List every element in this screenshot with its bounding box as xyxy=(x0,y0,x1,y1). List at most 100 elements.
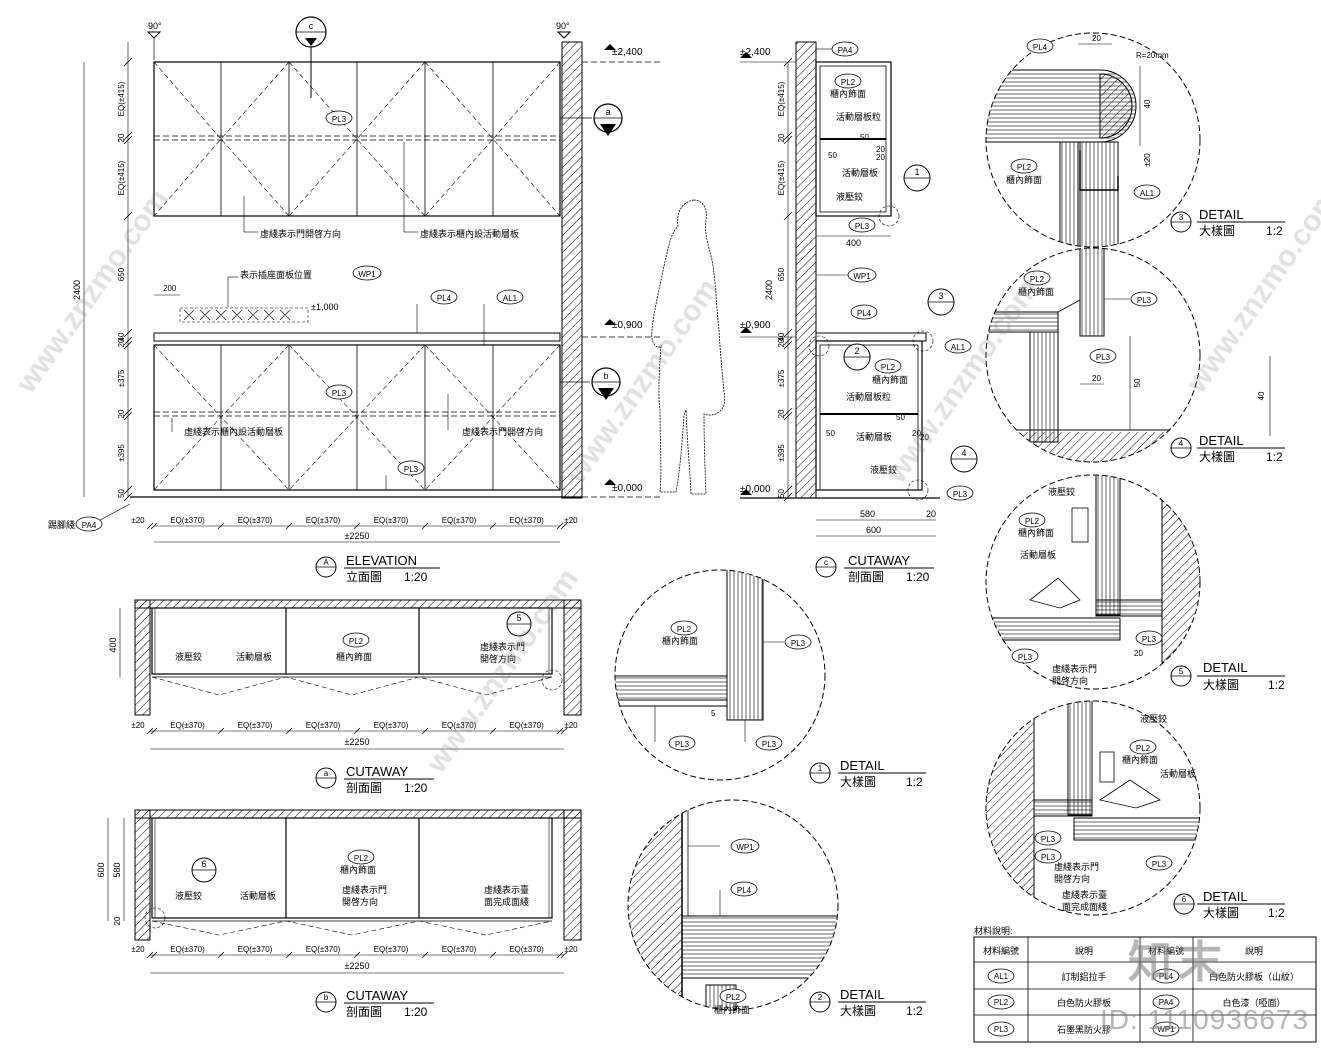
table-row-desc: 石墨黑防火膠 xyxy=(1057,1024,1111,1035)
d6-face2: 面完成面綫 xyxy=(1062,901,1107,912)
d1-num: 1 xyxy=(818,764,823,773)
b-bottom-dim: EQ(±370) xyxy=(374,945,409,954)
d5-door: 虛綫表示門 xyxy=(1052,663,1097,674)
c-total-height: 2400 xyxy=(764,280,774,300)
d3-dim-20: 20 xyxy=(1092,34,1101,43)
a-bottom-dim: ±20 xyxy=(564,721,578,730)
d2-title: DETAIL xyxy=(840,987,885,1002)
detail-6: 液壓鉸 PL2 櫃內飾面 活動層板 PL3 PL3 PL3 虛綫表示門 開啓方向… xyxy=(985,700,1285,920)
table-row-code2: PL4 xyxy=(1159,972,1174,981)
b-subtitle: 剖面圖 xyxy=(346,1005,382,1019)
b-inner: 櫃內飾面 xyxy=(340,864,376,875)
angle-mark-right: 90° xyxy=(556,21,570,31)
note-shelf-upper: 虛綫表示櫃內設活動層板 xyxy=(420,228,519,239)
c-side-dim: 20 xyxy=(777,133,786,142)
d2-num: 2 xyxy=(818,993,823,1002)
table-header-desc: 說明 xyxy=(1075,945,1093,956)
d5-code-pl2: PL2 xyxy=(1025,517,1040,526)
detail-1: PL2 櫃內飾面 PL3 PL3 PL3 5 1 DETAIL 大樣圖 1:2 xyxy=(614,569,926,789)
c-code-al1: AL1 xyxy=(951,343,966,352)
elev-bottom-dim: EQ(±370) xyxy=(509,516,544,525)
c-dim-20: 20 xyxy=(926,509,936,519)
c-shelf-lower: 活動層板 xyxy=(856,431,892,442)
d2-code-wp1: WP1 xyxy=(736,843,754,852)
c-side-dim: 40 xyxy=(777,332,786,341)
d6-code-pl3-a: PL3 xyxy=(1041,835,1056,844)
elev-title-letter: A xyxy=(323,558,329,567)
c-code-pl3-upper: PL3 xyxy=(855,222,870,231)
d6-inner: 櫃內飾面 xyxy=(1122,754,1158,765)
c-scale: 1:20 xyxy=(906,570,930,584)
d1-code-pl3-b: PL3 xyxy=(675,740,690,749)
d4-dim-20: 20 xyxy=(1092,374,1101,383)
watermark-brand-logo: 知末 xyxy=(1128,937,1228,988)
c-code-pa4: PA4 xyxy=(838,46,853,55)
d5-num: 5 xyxy=(1179,667,1184,676)
material-table-title: 材料說明: xyxy=(974,925,1013,936)
b-detail-ref-6: 6 xyxy=(201,859,206,869)
c-level-top: ±2,400 xyxy=(740,47,771,58)
a-bottom-dim: EQ(±370) xyxy=(442,721,477,730)
c-small-dim: 50 xyxy=(826,429,835,438)
b-bottom-dim: EQ(±370) xyxy=(509,945,544,954)
elev-side-dim: 20 xyxy=(117,409,126,418)
table-row-desc: 白色防火膠板 xyxy=(1057,997,1111,1008)
c-shelfpin-lower: 活動層板粒 xyxy=(846,391,891,402)
d5-shelf: 活動層板 xyxy=(1020,549,1056,560)
d1-code-pl3-a: PL3 xyxy=(791,639,806,648)
a-door: 虛綫表示門 xyxy=(480,641,525,652)
c-detail-ref-1: 1 xyxy=(914,167,919,177)
c-code-wp1: WP1 xyxy=(853,272,871,281)
elev-total-height: 2400 xyxy=(72,280,82,300)
section-marker-c: c xyxy=(309,21,314,31)
d3-subtitle: 大樣圖 xyxy=(1199,223,1235,238)
d1-code-pl3-c: PL3 xyxy=(762,740,777,749)
detail-2: WP1 PL4 PL2 櫃內飾面 2 DETAIL 大樣圖 1:2 xyxy=(627,799,926,1018)
b-bottom-dim: EQ(±370) xyxy=(238,945,273,954)
c-small-dim: 20 xyxy=(876,153,885,162)
level-mid: ±0,900 xyxy=(612,320,643,331)
c-side-dim: 20 xyxy=(777,338,786,347)
b-bottom-dim: ±20 xyxy=(131,945,145,954)
d5-inner: 櫃內飾面 xyxy=(1018,527,1054,538)
c-small-dim: 20 xyxy=(920,433,929,442)
c-side-dim: 50 xyxy=(777,489,786,498)
b-bottom-dim: EQ(±370) xyxy=(170,945,205,954)
d4-dim-40: 40 xyxy=(1257,391,1266,400)
elev-side-dim: 20 xyxy=(117,338,126,347)
b-small: 20 xyxy=(113,916,122,925)
b-shelf: 活動層板 xyxy=(240,890,276,901)
b-title-letter: b xyxy=(324,993,329,1002)
table-header-desc2: 說明 xyxy=(1245,945,1263,956)
elev-side-dim: 20 xyxy=(117,133,126,142)
c-code-pl4: PL4 xyxy=(857,309,872,318)
d3-dim-pm20: ±20 xyxy=(1143,153,1152,167)
c-dim-400: 400 xyxy=(846,238,861,248)
d6-code-pl2: PL2 xyxy=(1136,744,1151,753)
table-row-desc: 訂制鋁拉手 xyxy=(1061,971,1106,982)
b-code-pl2: PL2 xyxy=(354,854,369,863)
c-title-letter: c xyxy=(824,558,828,567)
b-bottom-dim: EQ(±370) xyxy=(306,945,341,954)
b-door2: 開啓方向 xyxy=(342,896,378,907)
table-row-code: PL2 xyxy=(994,998,1009,1007)
b-bottom-dim: ±20 xyxy=(564,945,578,954)
a-detail-ref-5: 5 xyxy=(516,613,521,623)
d6-code-pl3-c: PL3 xyxy=(1152,860,1167,869)
d3-inner: 櫃內飾面 xyxy=(1006,174,1042,185)
d1-title: DETAIL xyxy=(840,758,885,773)
d3-num: 3 xyxy=(1179,213,1184,222)
elev-side-dim: 50 xyxy=(117,489,126,498)
d3-code-pl4: PL4 xyxy=(1033,43,1048,52)
a-scale: 1:20 xyxy=(404,781,428,795)
d5-small: 20 xyxy=(1134,649,1143,658)
c-dim-580: 580 xyxy=(860,509,875,519)
b-face: 虛綫表示臺 xyxy=(484,884,529,895)
table-row-desc2: 白色漆（啞面） xyxy=(1222,997,1285,1008)
a-depth: 400 xyxy=(108,637,118,652)
a-code-pl2: PL2 xyxy=(349,637,364,646)
c-hinge-lower: 液壓鉸 xyxy=(870,464,897,475)
a-bottom-dim: EQ(±370) xyxy=(509,721,544,730)
